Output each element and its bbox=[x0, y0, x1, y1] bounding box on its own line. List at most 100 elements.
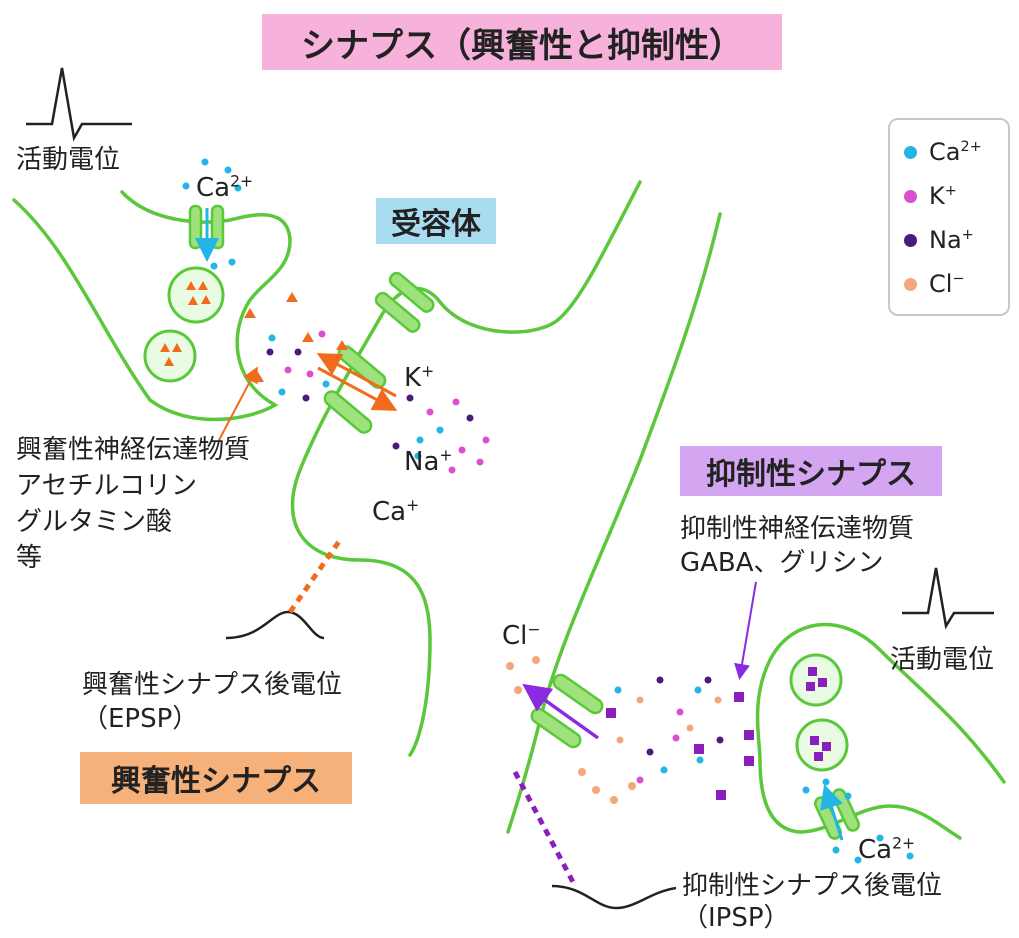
text-line: 興奮性神経伝達物質 bbox=[16, 435, 251, 465]
epsp-waveform bbox=[225, 610, 325, 640]
excitatory-neurotransmitter-label: 興奮性神経伝達物質 アセチルコリン グルタミン酸 等 bbox=[16, 432, 250, 576]
cl-ion-label: Cl− bbox=[502, 620, 541, 651]
text-line: 興奮性シナプス後電位 bbox=[82, 670, 343, 700]
inhibitory-cleft-ion-particle bbox=[672, 734, 680, 742]
ca-particle bbox=[210, 262, 218, 270]
postsynaptic-ion-particle bbox=[426, 408, 434, 416]
k-dot-icon bbox=[904, 189, 917, 203]
legend-item-k: K+ bbox=[904, 182, 957, 210]
cl-particle bbox=[592, 786, 600, 794]
inhibitory-synapse-tag: 抑制性シナプス bbox=[680, 446, 942, 496]
excitatory-transmitter-particle bbox=[286, 292, 298, 302]
inhibitory-cleft-ion-particle bbox=[614, 686, 622, 694]
ca-particle bbox=[802, 786, 810, 794]
ca-particle bbox=[844, 792, 852, 800]
legend-label: Cl− bbox=[929, 270, 965, 298]
inhibitory-cleft-ion-particle bbox=[696, 756, 704, 764]
presynaptic-membrane-excitatory bbox=[12, 190, 292, 422]
ca-particle bbox=[234, 184, 242, 192]
postsynaptic-ion-particle bbox=[406, 394, 414, 402]
inhibitory-transmitter-particle bbox=[744, 730, 754, 740]
text-line: 抑制性神経伝達物質 bbox=[680, 514, 915, 544]
postsynaptic-membrane-right bbox=[506, 212, 722, 834]
legend-item-na: Na+ bbox=[904, 226, 974, 254]
cleft-ion-particle bbox=[284, 366, 292, 374]
inhibitory-cleft-ion-particle bbox=[636, 776, 644, 784]
page-title: シナプス（興奮性と抑制性） bbox=[262, 14, 782, 70]
ion-legend: Ca2+ K+ Na+ Cl− bbox=[888, 118, 1010, 316]
inhibitory-transmitter-particle bbox=[606, 708, 616, 718]
k-ion-label: K+ bbox=[404, 362, 435, 393]
postsynaptic-ion-particle bbox=[414, 452, 422, 460]
text-line: アセチルコリン bbox=[16, 471, 197, 501]
text-line: 抑制性シナプス後電位 bbox=[682, 871, 943, 901]
action-potential-waveform-right bbox=[902, 567, 994, 630]
text-line: （EPSP） bbox=[82, 704, 199, 734]
vesicle-excitatory-2 bbox=[143, 329, 197, 383]
cleft-ion-particle bbox=[302, 394, 310, 402]
excitatory-transmitter-particle bbox=[244, 308, 256, 318]
cl-particle bbox=[506, 662, 514, 670]
inhibitory-transmitter-particle bbox=[734, 692, 744, 702]
ipsp-label: 抑制性シナプス後電位 （IPSP） bbox=[682, 870, 942, 934]
cl-particle bbox=[628, 782, 636, 790]
inhibitory-cleft-ion-particle bbox=[694, 686, 702, 694]
inhibitory-cleft-ion-particle bbox=[686, 724, 694, 732]
ca-particle bbox=[224, 166, 232, 174]
legend-label: Ca2+ bbox=[929, 138, 982, 166]
na-ion-label: Na+ bbox=[404, 446, 453, 477]
postsynaptic-ion-particle bbox=[392, 442, 400, 450]
ca-label-top: Ca2+ bbox=[196, 172, 254, 203]
neurotransmitter-pointer-excitatory bbox=[217, 366, 258, 443]
inhibitory-transmitter-particle bbox=[744, 756, 754, 766]
postsynaptic-ion-particle bbox=[458, 446, 466, 454]
excitatory-synapse-tag: 興奮性シナプス bbox=[80, 752, 352, 804]
inhibitory-cleft-ion-particle bbox=[616, 736, 624, 744]
receptor-tag: 受容体 bbox=[376, 198, 496, 244]
inhibitory-neurotransmitter-label: 抑制性神経伝達物質 GABA、グリシン bbox=[680, 512, 914, 580]
cl-particle bbox=[532, 656, 540, 664]
ca-particle bbox=[822, 778, 830, 786]
receptor-channel-inhibitory bbox=[530, 673, 604, 749]
cleft-ion-particle bbox=[266, 348, 274, 356]
postsynaptic-ion-particle bbox=[476, 458, 484, 466]
postsynaptic-ion-particle bbox=[436, 426, 444, 434]
inhibitory-cleft-ion-particle bbox=[716, 736, 724, 744]
cleft-ion-particle bbox=[322, 380, 330, 388]
excitatory-transmitter-particle bbox=[302, 332, 314, 342]
legend-item-ca: Ca2+ bbox=[904, 138, 982, 166]
postsynaptic-ion-particle bbox=[448, 466, 456, 474]
ipsp-propagation-dashes bbox=[512, 770, 577, 886]
presynaptic-membrane-inhibitory bbox=[755, 622, 1006, 840]
vesicle-inhibitory-1 bbox=[789, 653, 843, 707]
cleft-ion-particle bbox=[268, 334, 276, 342]
inhibitory-cleft-ion-particle bbox=[656, 676, 664, 684]
postsynaptic-ion-particle bbox=[466, 414, 474, 422]
inhibitory-cleft-ion-particle bbox=[704, 676, 712, 684]
ca-particle bbox=[201, 158, 209, 166]
inhibitory-transmitter-particle bbox=[694, 744, 704, 754]
cl-dot-icon bbox=[904, 277, 917, 291]
ca-ion-label: Ca+ bbox=[372, 496, 420, 527]
text-line: 等 bbox=[16, 543, 43, 573]
text-line: （IPSP） bbox=[682, 903, 790, 933]
cl-particle bbox=[514, 686, 522, 694]
inhibitory-cleft-ion-particle bbox=[646, 748, 654, 756]
cleft-ion-particle bbox=[278, 388, 286, 396]
ca-particle bbox=[906, 852, 914, 860]
postsynaptic-ion-particle bbox=[452, 398, 460, 406]
excitatory-transmitter-particle bbox=[252, 372, 264, 382]
ca-particle bbox=[854, 856, 862, 864]
cl-influx-arrow bbox=[522, 683, 600, 740]
inhibitory-transmitter-particle bbox=[716, 790, 726, 800]
ion-particles bbox=[182, 158, 914, 864]
excitatory-transmitter-particle bbox=[336, 340, 348, 350]
text-line: GABA、グリシン bbox=[680, 548, 884, 578]
cleft-ion-particle bbox=[318, 330, 326, 338]
inhibitory-cleft-ion-particle bbox=[660, 766, 668, 774]
cl-particle bbox=[578, 768, 586, 776]
inhibitory-cleft-ion-particle bbox=[636, 696, 644, 704]
postsynaptic-membrane-left bbox=[290, 180, 642, 757]
